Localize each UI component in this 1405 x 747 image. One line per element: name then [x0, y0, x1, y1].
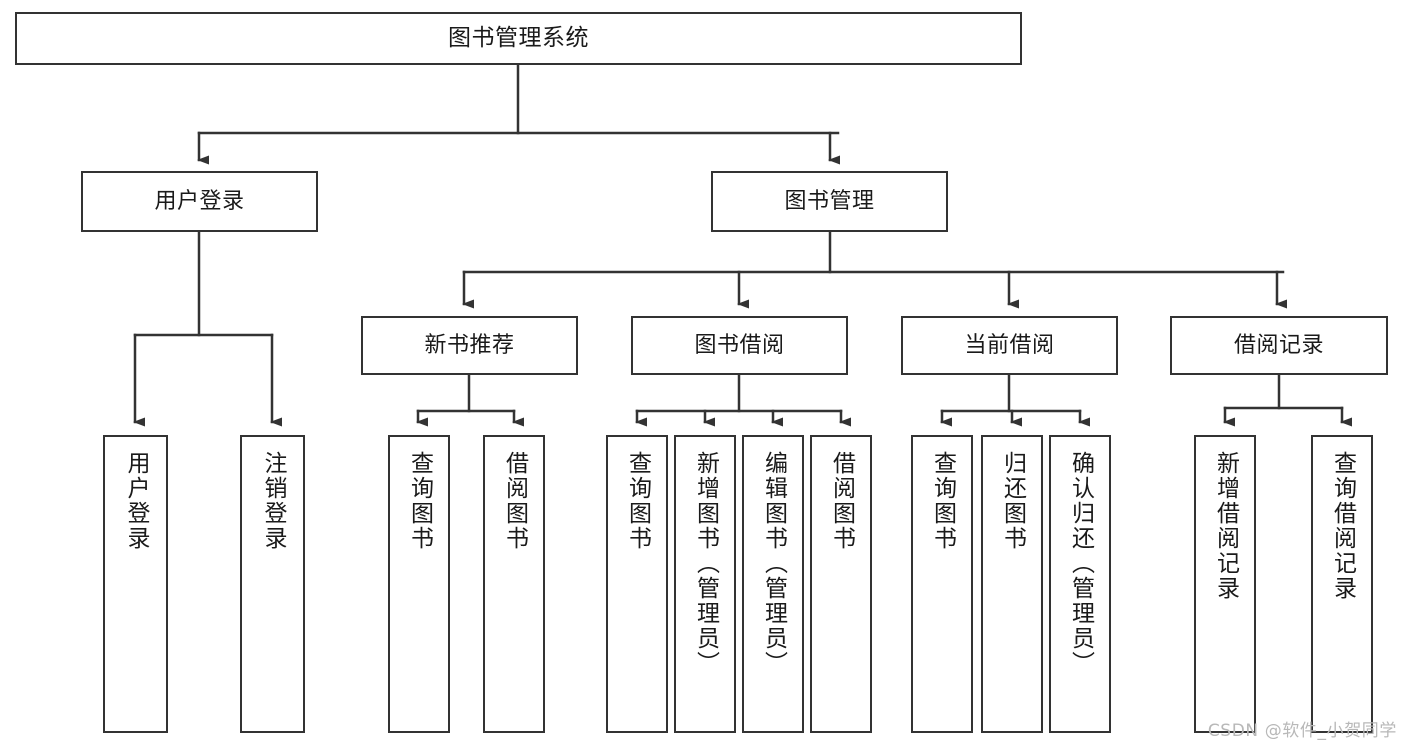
node-leaf-user-login[interactable]: 用户登录: [103, 435, 168, 733]
node-label: 归还图书: [999, 451, 1026, 551]
node-label: 编辑图书（管理员）: [760, 451, 787, 676]
node-leaf-query-borrowing-record[interactable]: 查询借阅记录: [1311, 435, 1373, 733]
node-label: 借阅图书: [828, 451, 855, 551]
node-leaf-confirm-return-admin[interactable]: 确认归还（管理员）: [1049, 435, 1111, 733]
node-label: 查询图书: [929, 451, 956, 551]
node-label: 用户登录: [123, 451, 149, 551]
node-label: 查询图书: [624, 451, 651, 551]
node-label: 用户登录: [154, 188, 245, 214]
node-leaf-borrow-book-borrowing[interactable]: 借阅图书: [810, 435, 872, 733]
node-new-book-recommendation[interactable]: 新书推荐: [361, 316, 578, 375]
node-label: 借阅图书: [501, 451, 528, 551]
node-leaf-query-book-recommendation[interactable]: 查询图书: [388, 435, 450, 733]
node-label: 新增图书（管理员）: [692, 451, 719, 676]
node-leaf-edit-book-admin[interactable]: 编辑图书（管理员）: [742, 435, 804, 733]
node-label: 借阅记录: [1233, 332, 1324, 358]
node-leaf-add-borrowing-record[interactable]: 新增借阅记录: [1194, 435, 1256, 733]
node-leaf-user-logout[interactable]: 注销登录: [240, 435, 305, 733]
node-label: 当前借阅: [964, 332, 1055, 358]
node-leaf-query-book-borrowing[interactable]: 查询图书: [606, 435, 668, 733]
node-leaf-return-book[interactable]: 归还图书: [981, 435, 1043, 733]
node-label: 确认归还（管理员）: [1067, 451, 1094, 676]
node-label: 图书借阅: [694, 332, 785, 358]
node-borrowing-record[interactable]: 借阅记录: [1170, 316, 1388, 375]
node-label: 注销登录: [260, 451, 286, 551]
node-book-management[interactable]: 图书管理: [711, 171, 948, 232]
node-user-login[interactable]: 用户登录: [81, 171, 318, 232]
node-leaf-query-book-current[interactable]: 查询图书: [911, 435, 973, 733]
node-label: 新书推荐: [424, 332, 515, 358]
node-label: 新增借阅记录: [1212, 451, 1239, 601]
node-leaf-borrow-book-recommendation[interactable]: 借阅图书: [483, 435, 545, 733]
node-label: 查询图书: [406, 451, 433, 551]
node-label: 图书管理系统: [448, 25, 589, 52]
node-label: 图书管理: [784, 188, 875, 214]
node-label: 查询借阅记录: [1329, 451, 1356, 601]
node-leaf-add-book-admin[interactable]: 新增图书（管理员）: [674, 435, 736, 733]
node-book-borrowing[interactable]: 图书借阅: [631, 316, 848, 375]
node-root-book-management-system[interactable]: 图书管理系统: [15, 12, 1022, 65]
node-current-borrowing[interactable]: 当前借阅: [901, 316, 1118, 375]
